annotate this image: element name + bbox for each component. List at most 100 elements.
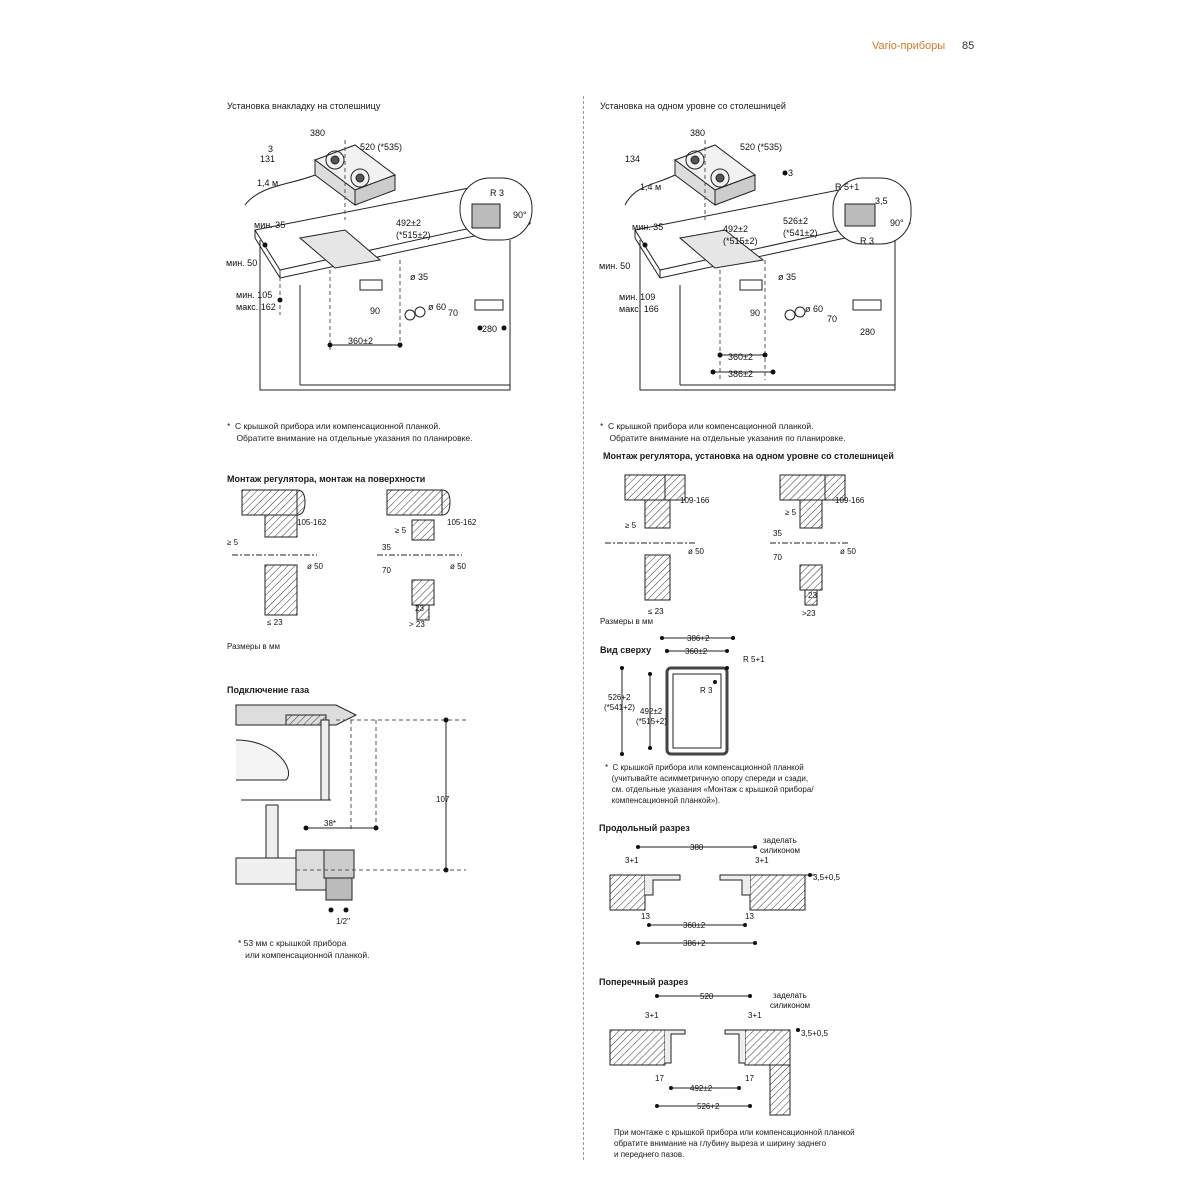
r-dim-90: 90 — [750, 308, 760, 318]
reg-r-gt23: > 23 — [409, 620, 425, 629]
cross-dim-17a: 17 — [655, 1074, 664, 1083]
top-dim-360: 360±2 — [685, 647, 708, 656]
cross-seal-2: силиконом — [770, 1001, 810, 1010]
rreg-r-gt23: >23 — [802, 609, 816, 618]
cross-section-diagram: 520 заделать силиконом 3+1 3+1 3,5+0,5 1… — [609, 991, 828, 1116]
reg-l-le23: ≤ 23 — [267, 618, 283, 627]
left-regulator-title: Монтаж регулятора, монтаж на поверхности — [227, 474, 426, 484]
rreg-l-phi50: ø 50 — [688, 547, 705, 556]
r-dim-526: 526±2 — [783, 216, 808, 226]
longitudinal-section-diagram: 380 заделать силиконом 3+1 3+1 3,5+0,5 1… — [609, 836, 840, 948]
r-dim-380: 380 — [690, 128, 705, 138]
section-title: Vario-приборы — [872, 40, 946, 52]
dim-70: 70 — [448, 308, 458, 318]
top-view-title: Вид сверху — [600, 645, 652, 655]
dim-515: (*515±2) — [396, 230, 430, 240]
r-dim-520: 520 (*535) — [740, 142, 782, 152]
long-seal-1: заделать — [763, 836, 797, 845]
r-dim-3-5: 3,5 — [875, 196, 888, 206]
top-dim-r3: R 3 — [700, 686, 713, 695]
top-dim-541: (*541+2) — [604, 703, 635, 712]
top-dim-r5: R 5+1 — [743, 655, 765, 664]
dim-3: 3 — [268, 144, 273, 154]
cross-section-title: Поперечный разрез — [599, 977, 689, 987]
long-dim-3b: 3+1 — [755, 856, 769, 865]
cross-dim-3b: 3+1 — [748, 1011, 762, 1020]
r-dim-r5: R 5+1 — [835, 182, 859, 192]
r-dim-70: 70 — [827, 314, 837, 324]
gas-connection-diagram: 107 38* 1/2" — [235, 704, 466, 926]
dim-cable: 1,4 м — [257, 178, 278, 188]
reg-r-phi50: ø 50 — [450, 562, 467, 571]
left-footnote: * С крышкой прибора или компенсационной … — [227, 421, 473, 443]
r-dim-492: 492±2 — [723, 224, 748, 234]
rreg-r-70: 70 — [773, 553, 782, 562]
right-regulator-diagrams: 109-166 ≥ 5 ø 50 ≤ 23 109-166 ≥ 5 35 70 … — [605, 474, 865, 618]
reg-l-ge5: ≥ 5 — [227, 538, 239, 547]
rreg-r-ge5: ≥ 5 — [785, 508, 797, 517]
reg-r-70: 70 — [382, 566, 391, 575]
r-dim-phi35: ø 35 — [778, 272, 796, 282]
r-dim-r3: R 3 — [860, 236, 874, 246]
top-dim-492: 492±2 — [640, 707, 663, 716]
top-dim-526: 526+2 — [608, 693, 631, 702]
longitudinal-section-title: Продольный разрез — [599, 823, 690, 833]
right-footnote: * С крышкой прибора или компенсационной … — [600, 421, 846, 443]
dim-phi60: ø 60 — [428, 302, 446, 312]
gas-footnote: * 53 мм с крышкой прибора или компенсаци… — [238, 938, 370, 960]
dim-492: 492±2 — [396, 218, 421, 228]
r-dim-min35: мин. 35 — [632, 222, 663, 232]
r-dim-3: 3 — [788, 168, 793, 178]
gas-dim-107: 107 — [436, 795, 450, 804]
dim-131: 131 — [260, 154, 275, 164]
long-seal-2: силиконом — [760, 846, 800, 855]
top-view-note: * С крышкой прибора или компенсационной … — [605, 763, 814, 805]
long-dim-3-5: 3,5+0,5 — [813, 873, 840, 882]
dim-min105: мин. 105 — [236, 290, 272, 300]
dim-90deg: 90° — [513, 210, 527, 220]
rreg-l-109-166: 109-166 — [680, 496, 710, 505]
reg-l-phi50: ø 50 — [307, 562, 324, 571]
dim-r3: R 3 — [490, 188, 504, 198]
left-regulator-diagrams: 105-162 ≥ 5 ø 50 ≤ 23 ≥ 5 105-162 35 70 … — [227, 489, 477, 629]
rreg-l-le23: ≤ 23 — [648, 607, 664, 616]
right-install-diagram: 380 520 (*535) 134 3 1,4 м R 5+1 3,5 90°… — [599, 128, 912, 391]
left-install-diagram: 380 520 (*535) 3 131 1,4 м R 3 90° мин. … — [226, 128, 533, 391]
r-dim-386: 386±2 — [728, 369, 753, 379]
right-regulator-title: Монтаж регулятора, установка на одном ур… — [603, 451, 894, 461]
cross-dim-526: 526+2 — [697, 1102, 720, 1111]
r-dim-90deg: 90° — [890, 218, 904, 228]
top-dim-515: (*515+2) — [636, 717, 667, 726]
cross-dim-17b: 17 — [745, 1074, 754, 1083]
cross-dim-492: 492±2 — [690, 1084, 713, 1093]
top-dim-386: 386+2 — [687, 634, 710, 643]
r-dim-134: 134 — [625, 154, 640, 164]
r-dim-max166: макс. 166 — [619, 304, 659, 314]
cross-dim-3-5: 3,5+0,5 — [801, 1029, 828, 1038]
top-view-diagram: 386+2 360±2 R 5+1 R 3 526+2 (*541+2) 492… — [604, 634, 765, 756]
rreg-r-phi50: ø 50 — [840, 547, 857, 556]
reg-l-105-162: 105-162 — [297, 518, 327, 527]
long-dim-13b: 13 — [745, 912, 754, 921]
rreg-r-23: 23 — [808, 591, 817, 600]
rreg-r-109-166: 109-166 — [835, 496, 865, 505]
cross-seal-1: заделать — [773, 991, 807, 1000]
dim-90: 90 — [370, 306, 380, 316]
dim-280: 280 — [482, 324, 497, 334]
reg-r-105-162: 105-162 — [447, 518, 477, 527]
dim-360: 360±2 — [348, 336, 373, 346]
cross-dim-520: 520 — [700, 992, 714, 1001]
r-dim-phi60: ø 60 — [805, 304, 823, 314]
right-install-title: Установка на одном уровне со столешницей — [600, 101, 786, 111]
dim-max162: макс. 162 — [236, 302, 276, 312]
r-dim-min50: мин. 50 — [599, 261, 630, 271]
rreg-r-35: 35 — [773, 529, 782, 538]
gas-dim-38: 38* — [324, 819, 336, 828]
r-dim-541: (*541±2) — [783, 228, 817, 238]
r-dim-360: 360±2 — [728, 352, 753, 362]
reg-r-ge5: ≥ 5 — [395, 526, 407, 535]
reg-r-35: 35 — [382, 543, 391, 552]
bottom-note: При монтаже с крышкой прибора или компен… — [614, 1128, 855, 1159]
r-dim-min109: мин. 109 — [619, 292, 655, 302]
dim-phi35: ø 35 — [410, 272, 428, 282]
